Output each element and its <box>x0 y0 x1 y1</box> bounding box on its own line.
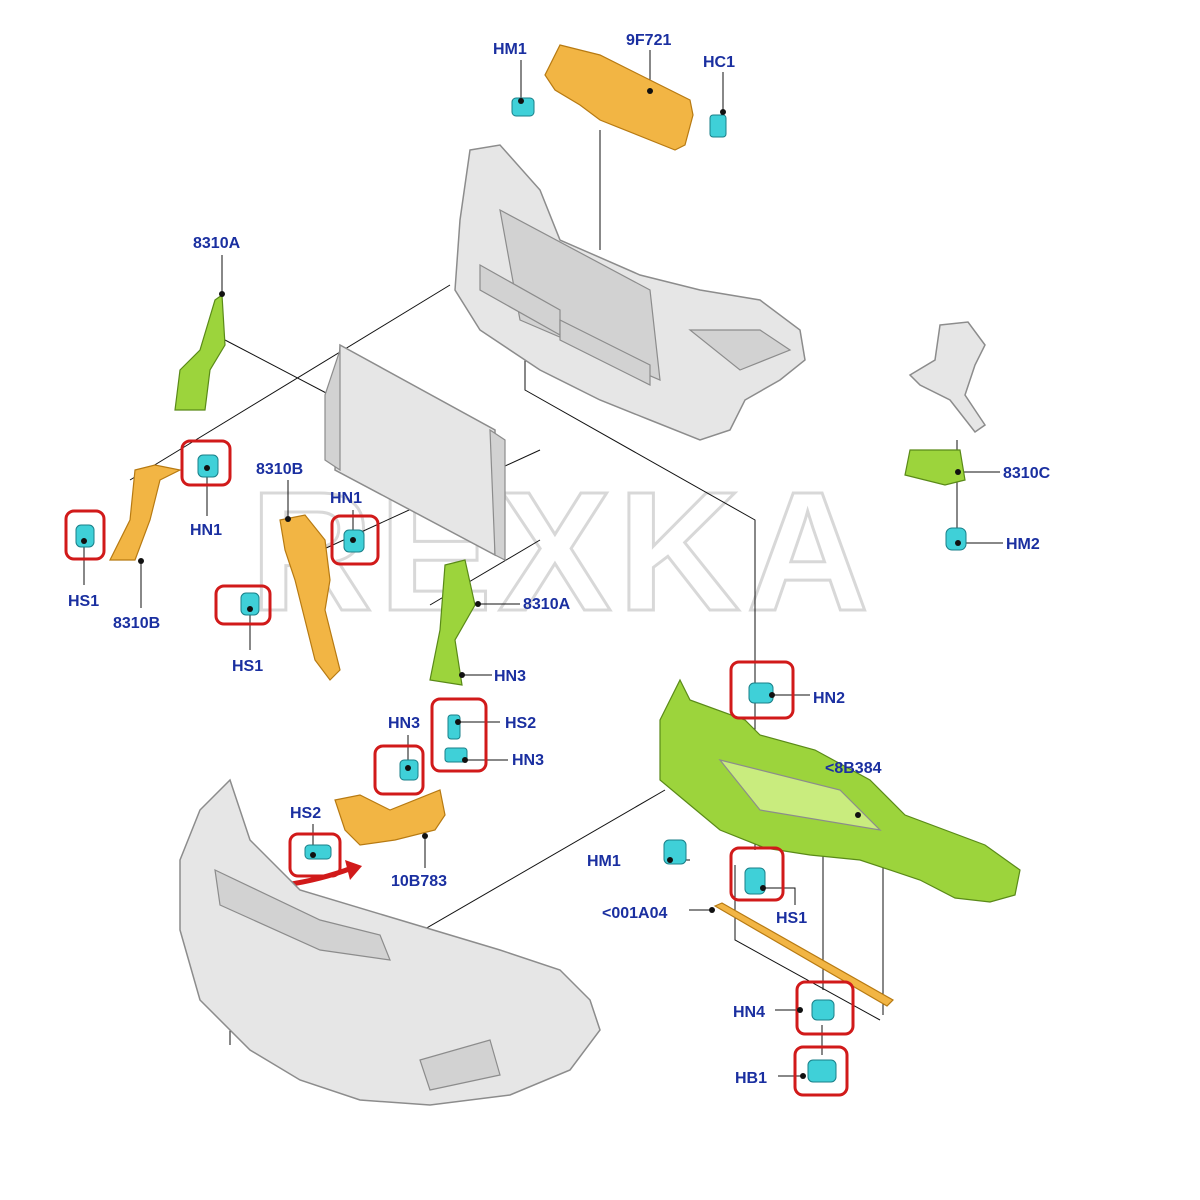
label-hs1-left: HS1 <box>68 593 99 610</box>
lower-arm-bracket <box>908 321 987 434</box>
bracket-8310b-mid <box>279 514 341 681</box>
label-9f721: 9F721 <box>626 32 671 49</box>
clip-hc1 <box>709 114 727 138</box>
part-labels: HM1 9F721 HC1 8310A HN1 HS1 8310B 8310B … <box>68 32 1051 1087</box>
label-8310b-mid: 8310B <box>256 461 303 478</box>
watermark: REXKA <box>250 457 875 647</box>
air-deflector-8310c <box>904 449 966 486</box>
label-8310a-mid: 8310A <box>523 596 571 613</box>
highlight-hn3-a <box>373 744 425 796</box>
label-8310c: 8310C <box>1003 465 1051 482</box>
clip-hb1 <box>807 1059 837 1083</box>
highlight-hs1-left <box>64 509 106 561</box>
highlight-boxes <box>64 439 855 1097</box>
highlight-hn4 <box>795 980 855 1036</box>
clip-hs1-left <box>75 524 95 548</box>
highlight-hn3-hs2 <box>430 697 488 773</box>
bracket-8310b-left <box>109 464 182 561</box>
front-bumper-cover <box>179 778 601 1106</box>
label-hm1-bottom: HM1 <box>587 853 621 870</box>
clip-hs1-mid <box>240 592 260 616</box>
label-hs2-a: HS2 <box>505 715 536 732</box>
clip-hs2-a <box>447 714 461 740</box>
label-hn1-mid: HN1 <box>330 490 362 507</box>
highlight-hn1-left <box>180 439 232 487</box>
label-hn4: HN4 <box>733 1004 765 1021</box>
highlight-hs1-mid <box>214 584 272 626</box>
label-hs1-bottom: HS1 <box>776 910 807 927</box>
direction-arrowhead <box>345 860 362 880</box>
radiator <box>324 343 506 561</box>
highlight-hb1 <box>793 1045 849 1097</box>
label-hn3-b: HN3 <box>512 752 544 769</box>
label-001a04: <001A04 <box>602 905 667 922</box>
highlight-hs2-b <box>288 832 342 878</box>
upper-bracket-9f721 <box>544 44 694 151</box>
clip-hm1-top <box>511 97 535 117</box>
label-10b783: 10B783 <box>391 873 447 890</box>
label-hn1-left: HN1 <box>190 522 222 539</box>
bracket-10b783 <box>334 789 446 846</box>
label-hm2: HM2 <box>1006 536 1040 553</box>
label-hm1-top: HM1 <box>493 41 527 58</box>
label-8310a-left: 8310A <box>193 235 241 252</box>
label-hs1-mid: HS1 <box>232 658 263 675</box>
label-hn2: HN2 <box>813 690 845 707</box>
label-8310b-left: 8310B <box>113 615 160 632</box>
clip-hm2 <box>945 527 967 551</box>
undertray-8b384 <box>659 678 1021 903</box>
clip-hn4 <box>811 999 835 1021</box>
label-hn3-mid: HN3 <box>494 668 526 685</box>
label-hs2-b: HS2 <box>290 805 321 822</box>
air-deflector-8310a-left <box>174 293 226 411</box>
clip-hs1-bottom <box>744 867 766 895</box>
label-8b384: <8B384 <box>825 760 882 777</box>
clip-hn3-b <box>444 747 468 763</box>
highlight-hn1-mid <box>330 514 380 566</box>
clip-hn2 <box>748 682 774 704</box>
label-hc1: HC1 <box>703 54 735 71</box>
label-hn3-a: HN3 <box>388 715 420 732</box>
radiator-support-frame <box>454 144 806 441</box>
clip-hs2-b <box>304 844 332 860</box>
air-deflector-8310a-mid <box>429 559 476 686</box>
label-hb1: HB1 <box>735 1070 767 1087</box>
highlight-hn2 <box>729 660 795 720</box>
strip-001a04 <box>713 902 894 1007</box>
highlight-hs1-bottom <box>729 846 785 902</box>
leader-dots <box>81 88 961 1079</box>
